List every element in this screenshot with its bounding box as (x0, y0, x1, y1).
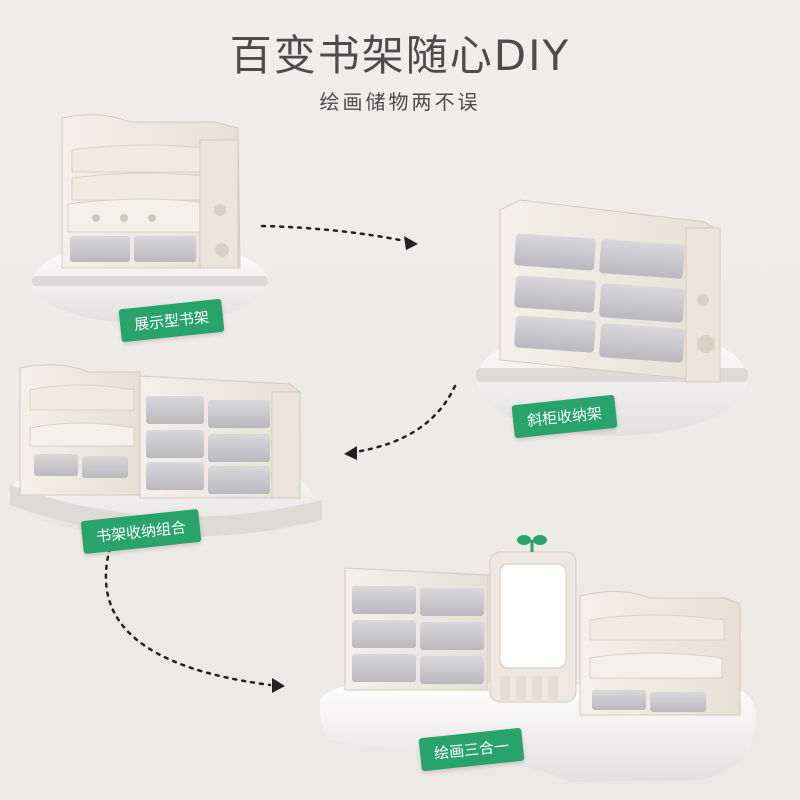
flow-arrows (104, 224, 457, 687)
drawing-three-in-one-scene (319, 535, 756, 782)
bookshelf-combo-scene (8, 364, 322, 537)
display-bookshelf-scene (32, 114, 268, 324)
slant-cabinet-scene (476, 199, 748, 436)
page-subtitle: 绘画储物两不误 (319, 90, 481, 114)
page-title: 百变书架随心DIY (229, 31, 571, 80)
arrow-heads (272, 236, 418, 693)
